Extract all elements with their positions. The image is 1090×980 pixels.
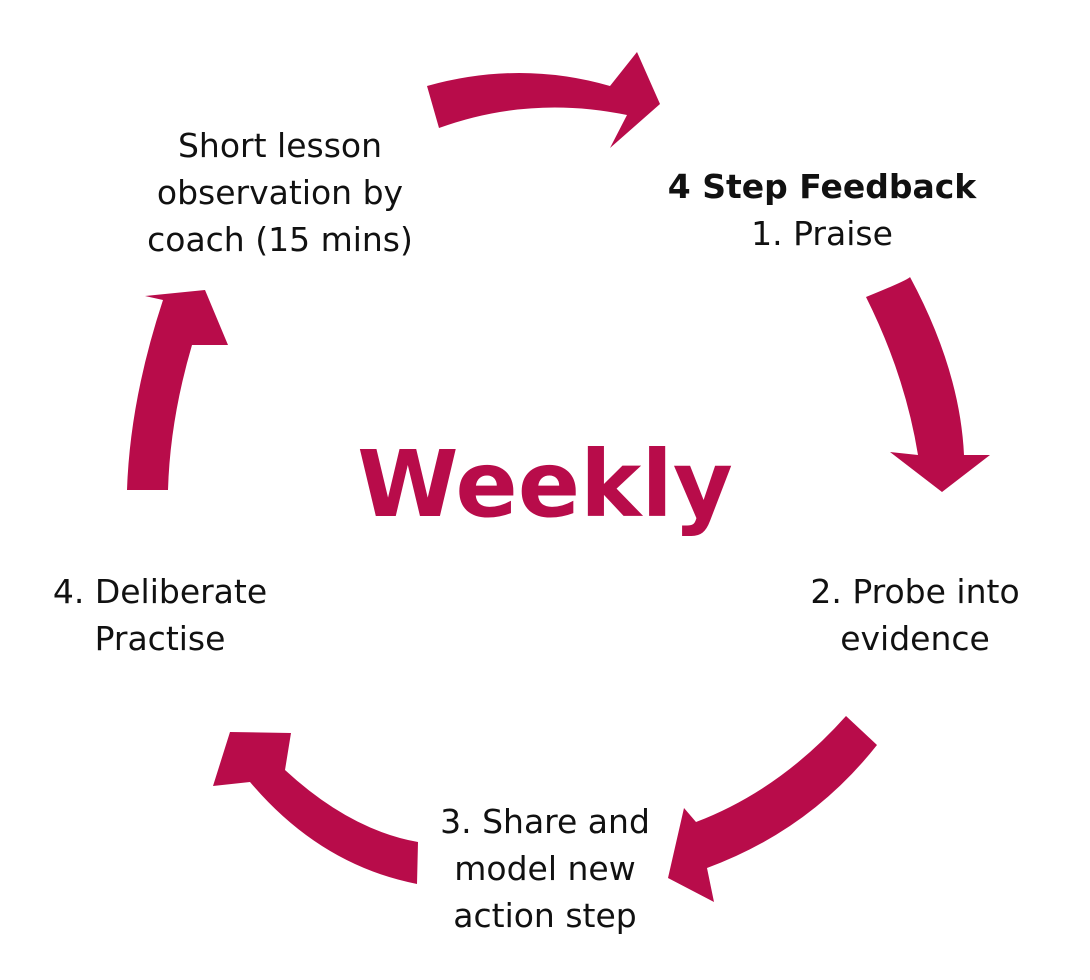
feedback-heading: 4 Step Feedback — [667, 167, 977, 206]
arrow-bottom-right — [668, 716, 877, 902]
feedback-line-1: 1. Praise — [751, 214, 893, 253]
step-share: 3. Share and model new action step — [415, 798, 675, 939]
share-line-1: 3. Share and — [440, 802, 650, 841]
arrow-top-icon — [427, 52, 660, 148]
arrow-top — [427, 52, 660, 148]
observation-line-2: observation by — [156, 173, 404, 212]
probe-line-2: evidence — [840, 619, 990, 658]
arrow-bottom-left — [213, 732, 418, 884]
observation-line-1: Short lesson — [177, 126, 382, 165]
center-title: Weekly — [357, 431, 733, 538]
arrow-bottom-right-icon — [668, 716, 877, 902]
share-line-2: model new — [454, 849, 636, 888]
share-line-3: action step — [453, 896, 637, 935]
practise-line-2: Practise — [94, 619, 226, 658]
arrow-right — [866, 277, 990, 492]
step-observation: Short lesson observation by coach (15 mi… — [130, 122, 430, 263]
arrow-left-icon — [127, 290, 228, 490]
observation-line-3: coach (15 mins) — [147, 220, 413, 259]
step-practise: 4. Deliberate Practise — [30, 568, 290, 662]
practise-line-1: 4. Deliberate — [52, 572, 268, 611]
step-feedback: 4 Step Feedback 1. Praise — [662, 163, 982, 257]
step-probe: 2. Probe into evidence — [790, 568, 1040, 662]
arrow-left — [127, 290, 228, 490]
arrow-bottom-left-icon — [213, 732, 418, 884]
arrow-right-icon — [866, 277, 990, 492]
probe-line-1: 2. Probe into — [810, 572, 1020, 611]
